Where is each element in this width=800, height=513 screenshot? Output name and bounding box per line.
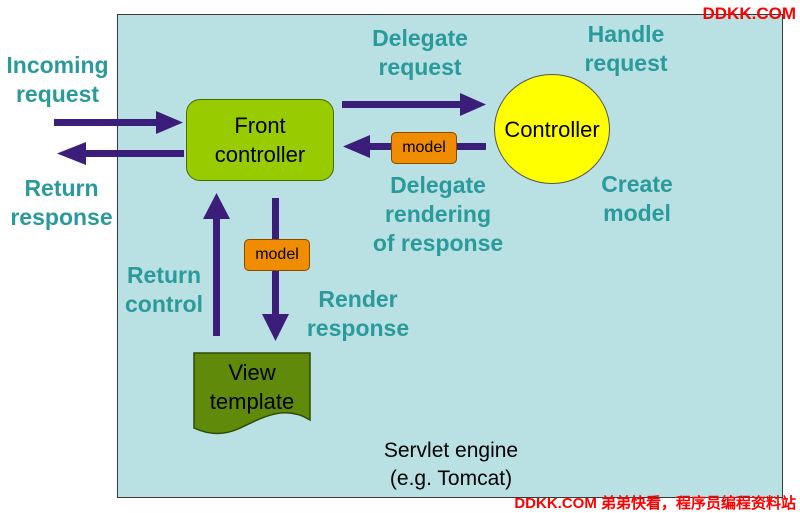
watermark-bottom: DDKK.COM 弟弟快看，程序员编程资料站 bbox=[514, 495, 796, 512]
return-control-arrowhead bbox=[203, 193, 230, 219]
delegate-request-label: Delegate request bbox=[372, 25, 468, 80]
incoming-request-label: Incoming request bbox=[6, 52, 109, 107]
front-controller-label-line2: controller bbox=[214, 142, 306, 167]
servlet-engine-label: Servlet engine (e.g. Tomcat) bbox=[383, 439, 519, 490]
return-response-arrowhead bbox=[57, 142, 86, 165]
incoming-request-arrow bbox=[54, 119, 158, 126]
view-template-node: View template bbox=[194, 358, 310, 416]
model-box-bottom: model bbox=[244, 239, 310, 271]
watermark-top: DDKK.COM bbox=[702, 4, 797, 23]
return-response-arrow bbox=[84, 150, 184, 157]
controller-node: Controller bbox=[494, 74, 610, 184]
return-control-arrow bbox=[213, 218, 220, 336]
view-template-label-line2: template bbox=[209, 389, 295, 414]
return-control-label: Return control bbox=[125, 262, 203, 317]
view-template-label-line1: View bbox=[228, 360, 276, 385]
render-response-arrowhead bbox=[262, 314, 289, 341]
delegate-rendering-arrowhead bbox=[343, 135, 370, 158]
model-box-top: model bbox=[391, 132, 457, 164]
view-template-shape bbox=[193, 352, 311, 435]
render-response-label: Render response bbox=[306, 286, 410, 341]
controller-label: Controller bbox=[504, 116, 600, 142]
delegate-request-arrow bbox=[342, 101, 462, 108]
handle-request-label: Handle request bbox=[584, 21, 668, 76]
incoming-request-arrowhead bbox=[156, 111, 183, 134]
delegate-request-arrowhead bbox=[460, 93, 486, 116]
front-controller-label-line1: Front bbox=[234, 113, 286, 138]
front-controller-node: Front controller bbox=[186, 99, 334, 181]
create-model-label: Create model bbox=[601, 171, 673, 226]
delegate-rendering-label: Delegate rendering of response bbox=[372, 172, 504, 256]
return-response-label: Return response bbox=[10, 175, 113, 230]
